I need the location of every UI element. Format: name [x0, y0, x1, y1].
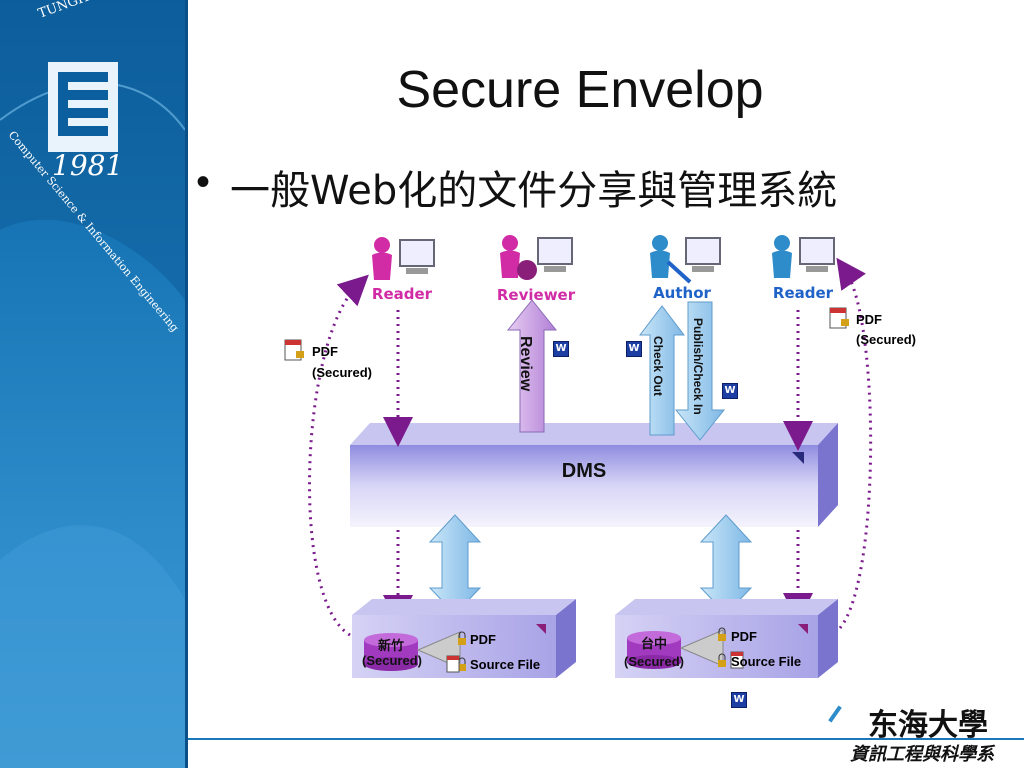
review-arrow [506, 299, 558, 433]
pdf-document-icon [829, 307, 849, 329]
db-right-secured: (Secured) [624, 654, 684, 669]
footer-rule [188, 738, 1024, 740]
pdf-right-label-line2: (Secured) [856, 332, 916, 347]
repo-left-source-label: Source File [470, 657, 540, 672]
sidebar-logo-graphic: 1981 TUNGHAI UNIVERSITY Computer Science… [0, 0, 191, 768]
word-document-icon: W [722, 383, 738, 399]
lock-icon [718, 627, 726, 641]
repo-left-pdf-label: PDF [470, 632, 496, 647]
word-document-icon: W [731, 692, 747, 708]
role-label-reader-right: Reader [773, 284, 834, 302]
repo-right-pdf-label: PDF [731, 629, 757, 644]
logo-year: 1981 [52, 149, 123, 182]
university-name-logo: 东海大學 [868, 708, 988, 743]
department-name-logo: 資訊工程與科學系 [850, 744, 994, 765]
reader-right-user-icon [772, 235, 835, 278]
sidebar-divider [185, 0, 188, 768]
slide-title: Secure Envelop [396, 61, 764, 119]
db-right-name: 台中 [641, 636, 667, 651]
bullet-text: 一般Web化的文件分享與管理系統 [230, 168, 838, 214]
dms-box [350, 423, 838, 527]
sidebar-background: 1981 TUNGHAI UNIVERSITY Computer Science… [0, 0, 191, 768]
pdf-right-label-line1: PDF [856, 312, 882, 327]
db-left-secured: (Secured) [362, 653, 422, 668]
lock-icon [458, 631, 466, 645]
author-user-icon [650, 235, 721, 284]
pdf-left-label-line2: (Secured) [312, 365, 372, 380]
document-icon [730, 651, 744, 669]
checkout-label: Check Out [651, 336, 665, 396]
role-label-reader-left: Reader [372, 285, 433, 303]
role-label-reviewer: Reviewer [497, 286, 576, 304]
publish-checkin-label: Publish/Check In [691, 318, 705, 415]
reader-left-user-icon [372, 237, 435, 280]
flow-repo-left-to-reader [308, 274, 369, 637]
document-icon [446, 655, 460, 673]
publish-checkin-arrow [674, 301, 726, 441]
dms-label: DMS [562, 460, 606, 482]
word-document-icon: W [626, 341, 642, 357]
word-document-icon: W [553, 341, 569, 357]
db-left-name: 新竹 [378, 638, 404, 653]
bullet-marker: • [196, 160, 211, 204]
pdf-document-icon [284, 339, 304, 361]
role-label-author: Author [653, 284, 711, 302]
reviewer-user-icon [500, 235, 573, 280]
pdf-left-label-line1: PDF [312, 344, 338, 359]
review-label: Review [517, 336, 534, 392]
flow-repo-right-to-reader [836, 257, 873, 629]
repo-right-source-label: Source File [731, 654, 801, 669]
database-right-icon [627, 629, 724, 669]
lock-icon [718, 653, 726, 667]
university-seal [48, 62, 118, 152]
checkout-arrow [638, 305, 686, 436]
